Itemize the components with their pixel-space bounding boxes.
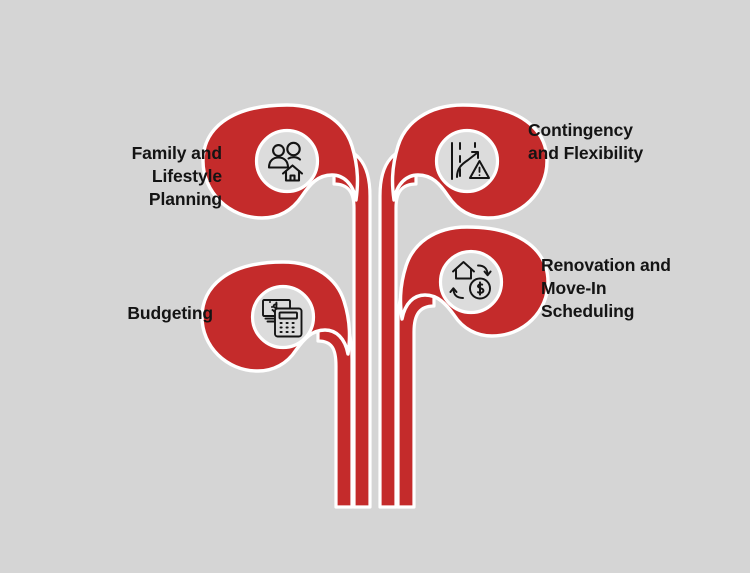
lobe-renovation-move-in-scheduling[interactable] [398,225,550,338]
lobe-contingency-flexibility[interactable] [390,103,549,220]
node-label-renovation-move-in-scheduling: Renovation and Move-In Scheduling [541,255,671,321]
people-house-icon [267,141,304,182]
house-cycle-dollar-icon [449,261,492,300]
icon-circle-renovation [438,249,504,315]
node-label-budgeting: Budgeting [127,303,213,323]
node-label-contingency-flexibility: Contingency and Flexibility [528,120,644,163]
lobe-budgeting[interactable] [200,260,352,373]
lobe-family-lifestyle-planning[interactable] [201,103,360,220]
road-detour-warning-icon [451,142,490,180]
node-label-family-lifestyle-planning: Family and Lifestyle Planning [131,143,223,209]
money-calculator-icon [262,299,303,338]
